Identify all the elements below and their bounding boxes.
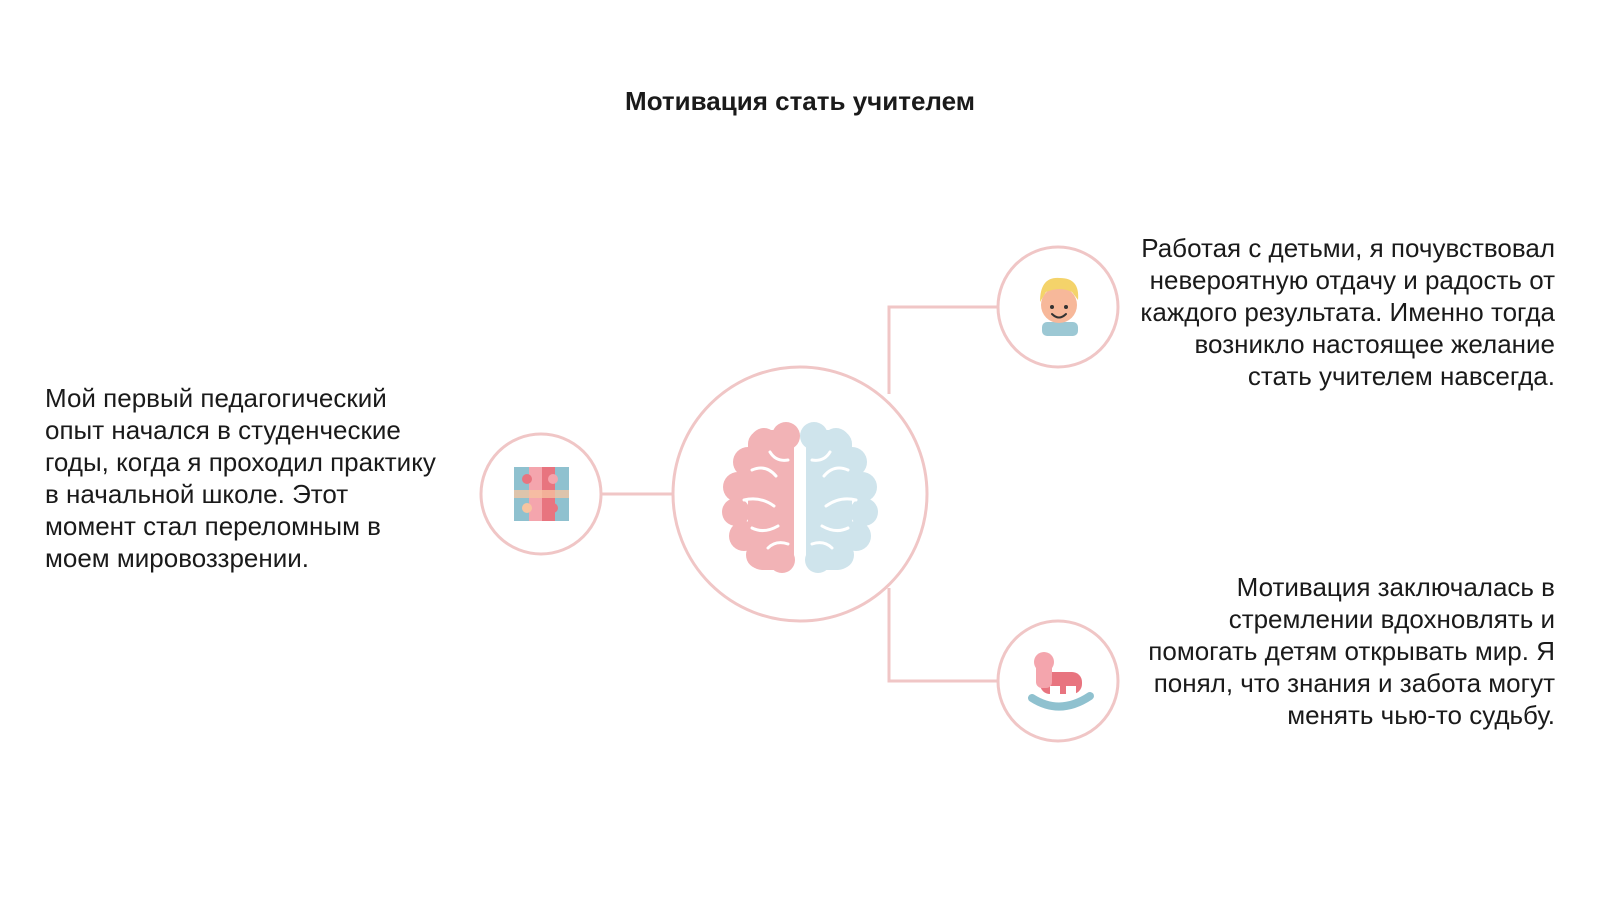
- page-title: Мотивация стать учителем: [625, 86, 975, 116]
- top-right-node: [996, 245, 1120, 369]
- connector-top-right: [887, 305, 998, 394]
- center-node: [671, 365, 929, 623]
- connector-bottom-right: [887, 588, 998, 683]
- brain-icon: [722, 422, 878, 573]
- top-right-node-text: Работая с детьми, я почувствовал невероя…: [1140, 233, 1555, 391]
- rocking-horse-icon: [1028, 652, 1094, 711]
- bottom-right-node-text: Мотивация заключалась в стремлении вдохн…: [1148, 572, 1555, 730]
- left-node-text: Мой первый педагогический опыт начался в…: [45, 383, 436, 573]
- bottom-right-node: [996, 619, 1120, 743]
- left-node: [479, 432, 603, 556]
- connector-lines: [601, 305, 998, 683]
- child-face-icon: [1040, 277, 1079, 336]
- puzzle-icon: [514, 467, 569, 521]
